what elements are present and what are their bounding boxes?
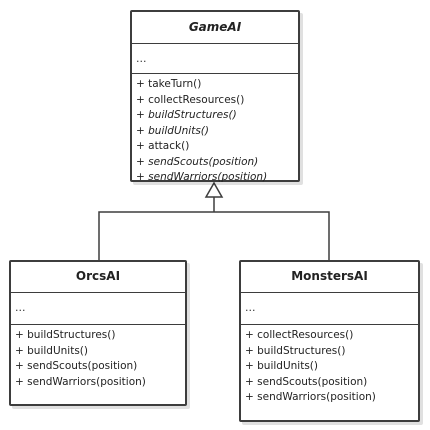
method-item: + collectResources() <box>245 329 354 341</box>
fields-gameai: ... <box>132 44 298 74</box>
method-item: + attack() <box>136 140 190 152</box>
class-orcsai[interactable]: OrcsAI ... + buildStructures() + buildUni… <box>9 260 187 406</box>
methods-orcsai: + buildStructures() + buildUnits() + sendS… <box>11 325 185 390</box>
method-item: + buildStructures() <box>136 109 237 121</box>
method-item: + sendScouts(position) <box>245 375 368 388</box>
method-item: + buildUnits() <box>15 344 88 357</box>
method-item: + sendWarriors(position) <box>15 375 146 388</box>
methods-monstersai: + collectResources() + buildStructures() +… <box>241 325 418 406</box>
method-item: + sendWarriors(position) <box>245 391 376 403</box>
method-item: + buildStructures() <box>245 344 346 357</box>
inheritance-line-orcsai <box>98 211 214 260</box>
method-item: + buildStructures() <box>15 329 116 341</box>
inheritance-line-monstersai <box>214 211 330 260</box>
class-name-orcsai: OrcsAI <box>11 262 185 293</box>
class-name-gameai: GameAI <box>132 12 298 44</box>
class-name-monstersai: MonstersAI <box>241 262 418 293</box>
fields-orcsai: ... <box>11 293 185 325</box>
method-item: + collectResources() <box>136 93 245 106</box>
method-item: + buildUnits() <box>245 360 318 372</box>
method-item: + sendScouts(position) <box>15 360 138 372</box>
class-gameai[interactable]: GameAI ... + takeTurn() + collectResource… <box>130 10 300 183</box>
methods-gameai: + takeTurn() + collectResources() + buildS… <box>132 74 298 186</box>
method-item: + sendScouts(position) <box>136 155 259 168</box>
generalization-arrowhead <box>204 181 224 198</box>
fields-monstersai: ... <box>241 293 418 325</box>
method-item: + sendWarriors(position) <box>136 171 268 183</box>
method-item: + takeTurn() <box>136 78 202 90</box>
method-item: + buildUnits() <box>136 124 209 137</box>
class-monstersai[interactable]: MonstersAI ... + collectResources() + bui… <box>239 260 420 422</box>
